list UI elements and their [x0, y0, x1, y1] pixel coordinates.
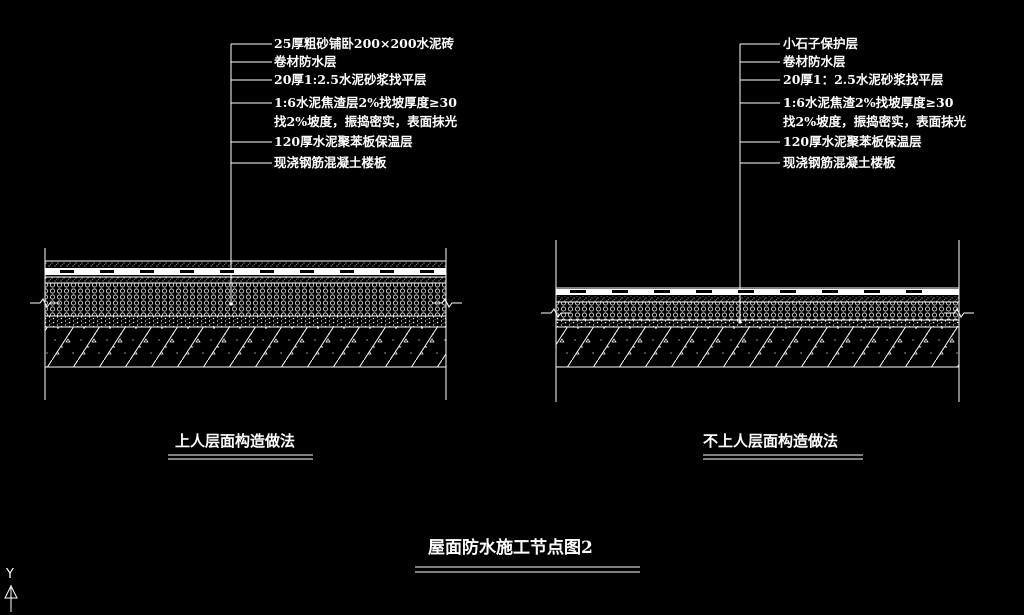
right-membrane-dashes	[570, 290, 922, 293]
drawing-title: 屋面防水施工节点图2	[428, 537, 593, 558]
right-break-mark-left	[541, 308, 571, 318]
right-concrete-slab	[556, 327, 959, 367]
right-note-cinder-finish: 找2%坡度，振捣密实，表面抹光	[783, 114, 967, 129]
right-membrane-layer	[556, 289, 959, 295]
left-note-slab: 现浇钢筋混凝土楼板	[274, 155, 387, 170]
right-insulation-layer	[556, 302, 959, 320]
left-note-insulation: 120厚水泥聚苯板保温层	[274, 134, 413, 149]
left-note-membrane: 卷材防水层	[273, 54, 337, 69]
ucs-y-axis-label: Y	[5, 567, 14, 582]
right-note-gravel: 小石子保护层	[782, 36, 859, 51]
left-caption: 上人层面构造做法	[175, 432, 295, 450]
left-detail: 25厚粗砂铺卧200×200水泥砖 卷材防水层 20厚1:2.5水泥砂浆找平层 …	[30, 36, 462, 460]
left-concrete-slab	[45, 327, 446, 367]
right-detail: 小石子保护层 卷材防水层 20厚1：2.5水泥砂浆找平层 1:6水泥焦渣2%找坡…	[541, 36, 974, 460]
left-note-screed: 20厚1:2.5水泥砂浆找平层	[274, 72, 427, 87]
right-note-cinder-slope: 1:6水泥焦渣2%找坡厚度≥30	[783, 95, 954, 110]
right-layer-notes: 小石子保护层 卷材防水层 20厚1：2.5水泥砂浆找平层 1:6水泥焦渣2%找坡…	[782, 36, 967, 170]
left-membrane-layer	[45, 268, 446, 275]
right-section	[541, 240, 974, 402]
left-layer-notes: 25厚粗砂铺卧200×200水泥砖 卷材防水层 20厚1:2.5水泥砂浆找平层 …	[273, 36, 458, 170]
left-break-mark-right	[432, 298, 462, 308]
left-section	[30, 248, 462, 400]
drawing-title-block: 屋面防水施工节点图2	[415, 537, 640, 573]
right-screed-layer	[556, 296, 959, 302]
left-tile-sand-layer	[45, 261, 446, 267]
left-screed-layer	[45, 277, 446, 283]
left-membrane-dashes	[60, 270, 434, 273]
right-cinder-layer	[556, 320, 959, 327]
ucs-arrow-icon	[4, 584, 18, 599]
right-note-slab: 现浇钢筋混凝土楼板	[783, 155, 896, 170]
right-break-mark-right	[944, 308, 974, 318]
left-note-cinder-finish: 找2%坡度，振捣密实，表面抹光	[274, 114, 458, 129]
ucs-icon: Y	[4, 567, 18, 612]
left-break-mark-left	[30, 298, 60, 308]
right-note-membrane: 卷材防水层	[782, 54, 846, 69]
left-note-tile-layer: 25厚粗砂铺卧200×200水泥砖	[274, 36, 455, 51]
left-insulation-layer	[45, 283, 446, 316]
left-note-cinder-slope: 1:6水泥焦渣层2%找坡厚度≥30	[274, 95, 457, 110]
right-note-insulation: 120厚水泥聚苯板保温层	[783, 134, 922, 149]
right-caption: 不上人层面构造做法	[703, 432, 838, 450]
right-note-screed: 20厚1：2.5水泥砂浆找平层	[783, 72, 944, 87]
right-leader-lines	[738, 43, 780, 324]
left-cinder-layer	[45, 316, 446, 327]
